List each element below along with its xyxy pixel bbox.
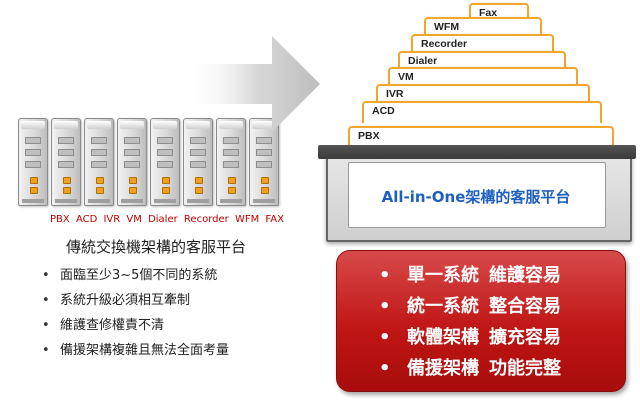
legacy-issue-item: 面臨至少3~5個不同的系統 [42,266,229,291]
server-labels: PBX ACD IVR VM Dialer Recorder WFM FAX [50,214,287,225]
legacy-issue-item: 備援架構複雜且無法全面考量 [42,341,229,366]
legacy-server-rack [18,118,288,213]
server-icon [51,118,81,206]
tab-recorder: Recorder [411,34,554,56]
legacy-issues-list: 面臨至少3~5個不同的系統 系統升級必須相互牽制 維護查修權責不清 備援架構複雜… [42,266,229,366]
box-rim [318,145,636,159]
box-label-plate [348,162,606,228]
server-label-wfm: WFM [234,214,260,225]
server-icon [249,118,279,206]
legacy-issue-item: 系統升級必須相互牽制 [42,291,229,316]
tab-vm: VM [388,67,578,89]
server-icon [18,118,48,206]
right-arrow-icon [192,36,320,132]
tab-ivr: IVR [376,84,590,106]
server-icon [84,118,114,206]
server-icon [183,118,213,206]
server-icon [216,118,246,206]
server-label-dialer: Dialer [148,214,178,225]
legacy-platform-title: 傳統交換機架構的客服平台 [66,238,247,256]
server-icon [117,118,147,206]
tab-wfm: WFM [424,17,542,39]
tab-acd: ACD [362,101,602,123]
server-label-fax: FAX [265,214,284,225]
server-label-recorder: Recorder [183,214,229,225]
server-label-acd: ACD [75,214,98,225]
server-label-pbx: PBX [50,214,70,225]
all-in-one-title: All-in-One架構的客服平台 [381,188,571,206]
server-label-ivr: IVR [103,214,121,225]
server-icon [150,118,180,206]
server-label-vm: VM [126,214,142,225]
legacy-issue-item: 維護查修權責不清 [42,316,229,341]
